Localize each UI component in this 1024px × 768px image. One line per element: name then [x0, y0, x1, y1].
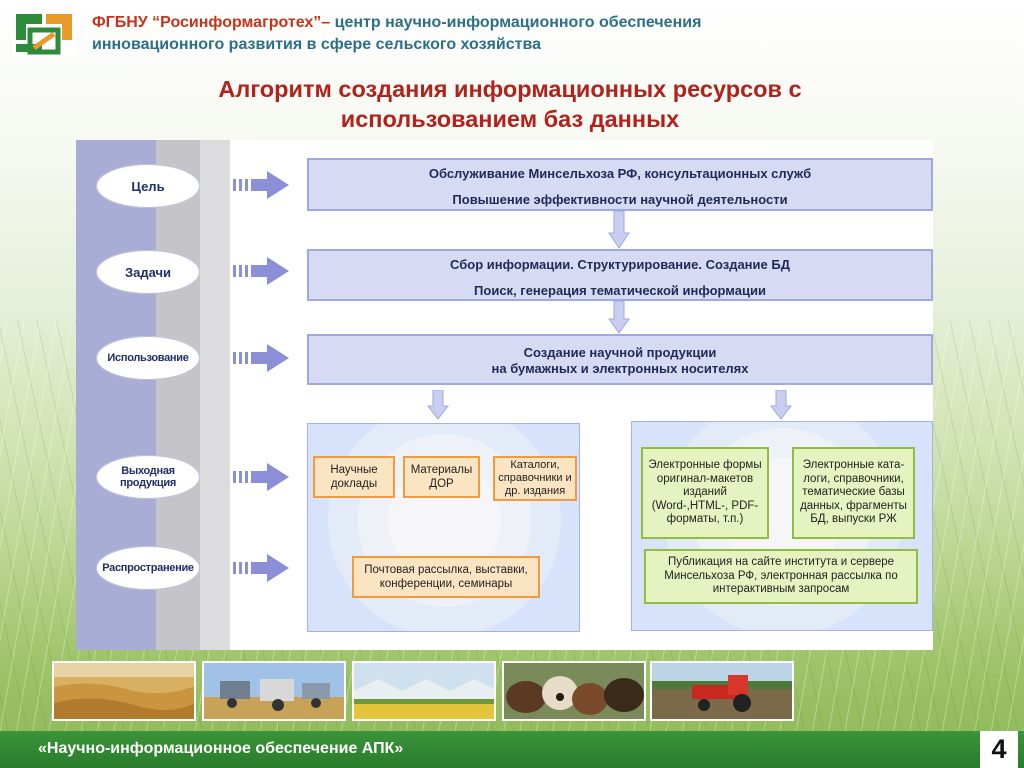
electronic-catalogs-box: Электронные ката-логи, справочники, тема… — [792, 447, 915, 539]
arrow-down-icon — [427, 390, 449, 420]
output-dor-materials: Материалы ДОР — [403, 456, 480, 498]
title-line-1: Алгоритм создания информационных ресурсо… — [218, 76, 802, 102]
photo-cattle — [502, 661, 646, 721]
electronic-distribution-box: Публикация на сайте института и сервере … — [644, 549, 918, 604]
photo-tractor — [650, 661, 794, 721]
arrow-down-icon — [770, 390, 792, 420]
page-title: Алгоритм создания информационных ресурсо… — [100, 74, 920, 134]
arrow-right-icon — [233, 344, 289, 372]
print-distribution-box: Почтовая рассылка, выставки, конференции… — [352, 556, 540, 598]
photo-combines — [202, 661, 346, 721]
header-line-1: ФГБНУ “Росинформагротех”– центр научно-и… — [92, 14, 1012, 32]
stage-usage: Использование — [96, 336, 200, 380]
page-number: 4 — [980, 731, 1018, 768]
arrow-down-icon — [608, 301, 630, 334]
arrow-right-icon — [233, 171, 289, 199]
footer-bar: «Научно-информационное обеспечение АПК» — [0, 731, 1024, 768]
stage-output: Выходная продукция — [96, 455, 200, 499]
print-region: Научные доклады Материалы ДОР Каталоги, … — [307, 423, 580, 632]
tasks-box: Сбор информации. Структурирование. Созда… — [307, 249, 933, 301]
goal-line-1: Обслуживание Минсельхоза РФ, консультаци… — [428, 166, 812, 181]
arrow-down-icon — [608, 211, 630, 249]
stage-tasks: Задачи — [96, 250, 200, 294]
output-catalogs: Каталоги, справочники и др. издания — [493, 456, 577, 501]
electronic-region: Электронные формы оригинал-макетов издан… — [631, 421, 933, 631]
output-reports: Научные доклады — [313, 456, 395, 498]
arrow-right-icon — [233, 554, 289, 582]
tasks-line-2: Поиск, генерация тематической информации — [474, 283, 766, 298]
arrow-right-icon — [233, 463, 289, 491]
usage-line-1: Создание научной продукции — [523, 345, 717, 360]
usage-box: Создание научной продукции на бумажных и… — [307, 334, 933, 385]
tasks-line-1: Сбор информации. Структурирование. Созда… — [450, 257, 790, 272]
stage-distribution: Распространение — [96, 546, 200, 590]
header-rest: центр научно-информационного обеспечения — [330, 14, 702, 31]
arrow-right-icon — [233, 257, 289, 285]
diagram-panel: Цель Задачи Использование Выходная проду… — [76, 140, 933, 650]
side-band-light — [200, 140, 230, 650]
photo-greenhouses — [352, 661, 496, 721]
footer-text: «Научно-информационное обеспечение АПК» — [38, 740, 404, 757]
usage-line-2: на бумажных и электронных носителях — [491, 361, 749, 376]
electronic-forms-box: Электронные формы оригинал-макетов издан… — [641, 447, 769, 539]
photo-wheat — [52, 661, 196, 721]
goal-box: Обслуживание Минсельхоза РФ, консультаци… — [307, 158, 933, 211]
goal-line-2: Повышение эффективности научной деятельн… — [452, 192, 788, 207]
logo-icon — [12, 10, 76, 56]
org-name: ФГБНУ “Росинформагротех”– — [92, 14, 331, 31]
stage-goal: Цель — [96, 164, 200, 208]
header-line-2: инновационного развития в сфере сельског… — [92, 36, 541, 53]
title-line-2: использованием баз данных — [340, 106, 680, 132]
